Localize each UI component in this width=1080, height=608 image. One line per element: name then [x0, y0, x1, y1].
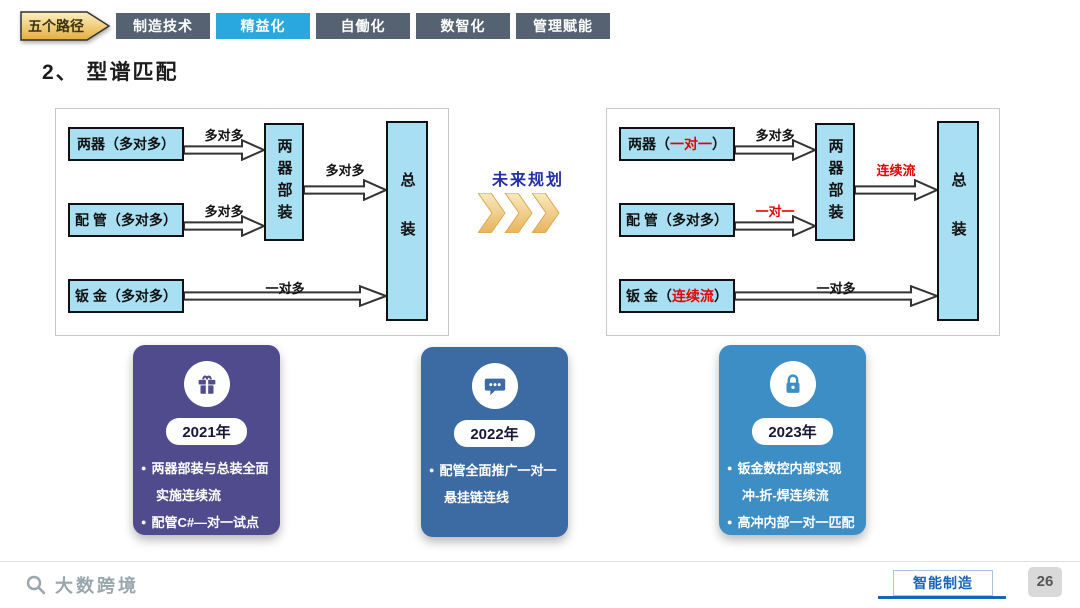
- future-plan-label: 未来规划: [491, 172, 564, 189]
- tab-digital-intelligence[interactable]: 数智化: [416, 13, 510, 39]
- box-two-devices-future: 两器（一对一）: [619, 127, 735, 161]
- tab-lean[interactable]: 精益化: [216, 13, 310, 39]
- box-value: 连续流: [671, 288, 714, 304]
- card-2022: 2022年 ● 配管全面推广一对一悬挂链连线: [421, 347, 568, 537]
- box-text: ）: [713, 288, 728, 304]
- card-bullet: ● 两器部装与总装全面实施连续流: [141, 455, 272, 509]
- card-bullet: ● 配管全面推广一对一悬挂链连线: [429, 457, 560, 511]
- bullet-dot-icon: ●: [727, 463, 733, 473]
- box-text: 总装: [398, 172, 416, 270]
- box-value: 多对多: [671, 212, 714, 228]
- card-2021-bullets: ● 两器部装与总装全面实施连续流 ● 配管C#—对一试点: [133, 455, 280, 536]
- box-text: 钣 金（: [626, 288, 672, 304]
- box-text: 总装: [949, 172, 967, 270]
- card-bullet-text: 配管C#—对一试点: [151, 515, 260, 530]
- box-two-devices-current: 两器（多对多）: [68, 127, 184, 161]
- arrow-label-sub-assembly-future: 连续流: [876, 163, 916, 178]
- flow-arrow-icon: [184, 215, 264, 237]
- card-bullet-text: 高冲内部一对一匹配: [737, 515, 855, 530]
- box-value: 多对多: [120, 288, 163, 304]
- card-2023: 2023年 ● 钣金数控内部实现冲-折-焊连续流 ● 高冲内部一对一匹配: [719, 345, 866, 535]
- box-piping-future: 配 管（多对多）: [619, 203, 735, 237]
- card-bullet: ● 配管C#—对一试点: [141, 509, 272, 536]
- flow-arrow-icon: [184, 139, 264, 161]
- arrow-label-sheet-metal-current: 一对多: [265, 281, 305, 296]
- flow-arrow-icon: [735, 139, 815, 161]
- year-badge-2021: 2021年: [166, 418, 247, 445]
- box-text: 两器部装: [275, 138, 293, 226]
- arrow-label-sub-assembly-current: 多对多: [325, 163, 365, 178]
- card-2022-bullets: ● 配管全面推广一对一悬挂链连线: [421, 457, 568, 511]
- arrow-label-two-devices-current: 多对多: [204, 128, 244, 143]
- box-final-assembly-current: 总装: [386, 121, 428, 321]
- box-sheet-metal-current: 钣 金（多对多）: [68, 279, 184, 313]
- tab-management-enablement[interactable]: 管理赋能: [516, 13, 610, 39]
- box-value: 多对多: [120, 212, 163, 228]
- card-2023-bullets: ● 钣金数控内部实现冲-折-焊连续流 ● 高冲内部一对一匹配: [719, 455, 866, 536]
- box-text: 两器（: [628, 136, 670, 152]
- tab-jidoka[interactable]: 自働化: [316, 13, 410, 39]
- logo-text: 大数跨境: [55, 576, 139, 596]
- gift-icon: [183, 361, 230, 407]
- badge-underline: [878, 596, 1006, 599]
- box-value: 一对一: [670, 136, 712, 152]
- box-sub-assembly-current: 两器部装: [264, 123, 304, 241]
- smart-manufacturing-badge: 智能制造: [893, 570, 993, 596]
- box-piping-current: 配 管（多对多）: [68, 203, 184, 237]
- box-sheet-metal-future: 钣 金（连续流）: [619, 279, 735, 313]
- five-paths-banner: 五个路径: [20, 11, 110, 41]
- dashukuajing-logo: 大数跨境: [24, 572, 139, 598]
- lock-icon: [769, 361, 816, 407]
- bullet-dot-icon: ●: [429, 465, 435, 475]
- flow-arrow-icon: [735, 215, 815, 237]
- flow-arrow-icon: [184, 285, 386, 307]
- card-bullet-text: 配管全面推广一对一悬挂链连线: [439, 463, 557, 505]
- triple-chevron-icon: [478, 193, 560, 233]
- box-text: ）: [162, 288, 177, 304]
- box-value: 多对多: [119, 136, 161, 152]
- arrow-label-sheet-metal-future: 一对多: [816, 281, 856, 296]
- five-paths-label: 五个路径: [28, 18, 84, 34]
- box-text: 两器（: [77, 136, 119, 152]
- box-text: ）: [162, 212, 177, 228]
- box-text: 钣 金（: [75, 288, 121, 304]
- box-text: 配 管（: [75, 212, 121, 228]
- logo-icon: [26, 575, 46, 595]
- arrow-label-piping-future: 一对一: [755, 204, 795, 219]
- box-sub-assembly-future: 两器部装: [815, 123, 855, 241]
- box-text: ）: [713, 212, 728, 228]
- year-badge-2023: 2023年: [752, 418, 833, 445]
- arrow-label-two-devices-future: 多对多: [755, 128, 795, 143]
- bullet-dot-icon: ●: [141, 463, 147, 473]
- box-final-assembly-future: 总装: [937, 121, 979, 321]
- box-text: ）: [712, 136, 726, 152]
- footer-divider: [0, 561, 1080, 562]
- diagram-panel-current: 两器（多对多） 配 管（多对多） 钣 金（多对多） 多对多 多对多 多对多 一对…: [55, 108, 449, 336]
- page-title: 2、 型谱匹配: [42, 61, 179, 84]
- year-badge-2022: 2022年: [454, 420, 535, 447]
- bullet-dot-icon: ●: [727, 517, 733, 527]
- card-bullet: ● 钣金数控内部实现冲-折-焊连续流: [727, 455, 858, 509]
- flow-arrow-icon: [855, 179, 937, 201]
- card-bullet-text: 两器部装与总装全面实施连续流: [151, 461, 269, 503]
- tab-manufacturing-tech[interactable]: 制造技术: [116, 13, 210, 39]
- bullet-dot-icon: ●: [141, 517, 147, 527]
- arrow-label-piping-current: 多对多: [204, 204, 244, 219]
- top-tab-bar: 五个路径 制造技术 精益化 自働化 数智化 管理赋能: [20, 11, 610, 41]
- box-text: 配 管（: [626, 212, 672, 228]
- card-2021: 2021年 ● 两器部装与总装全面实施连续流 ● 配管C#—对一试点: [133, 345, 280, 535]
- flow-arrow-icon: [304, 179, 386, 201]
- flow-arrow-icon: [735, 285, 937, 307]
- box-text: ）: [161, 136, 175, 152]
- diagram-panel-future: 两器（一对一） 配 管（多对多） 钣 金（连续流） 多对多 一对一 连续流 一对…: [606, 108, 1000, 336]
- card-bullet-text: 钣金数控内部实现冲-折-焊连续流: [737, 461, 842, 503]
- box-text: 两器部装: [826, 138, 844, 226]
- page-number: 26: [1028, 567, 1062, 597]
- card-bullet: ● 高冲内部一对一匹配: [727, 509, 858, 536]
- chat-icon: [471, 363, 518, 409]
